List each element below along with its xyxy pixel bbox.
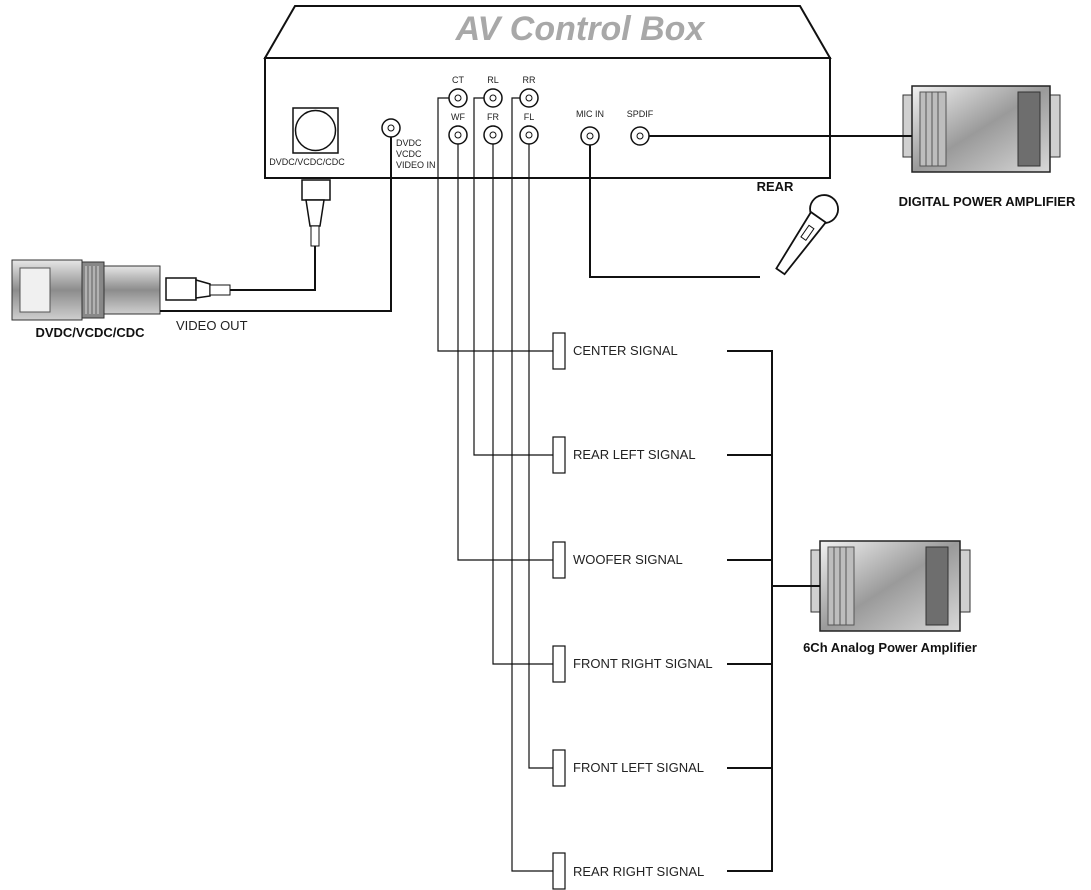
signal-connector [552,749,566,787]
dvdc-port [294,109,337,152]
port-label-rr: RR [523,75,536,85]
player-label: DVDC/VCDC/CDC [35,325,145,340]
port-label-spdif: SPDIF [627,109,654,119]
port-label-ct: CT [452,75,464,85]
port-label-fr: FR [487,112,499,122]
signal-label-woofer: WOOFER SIGNAL [573,552,683,567]
video-cable [160,137,392,312]
port-label-fl: FL [524,112,535,122]
signal-label-front-left: FRONT LEFT SIGNAL [573,760,704,775]
signal-connector [552,645,566,683]
wire-wf [457,144,553,561]
wire-rl [473,97,553,456]
port-label-wf: WF [451,112,465,122]
signal-label-front-right: FRONT RIGHT SIGNAL [573,656,713,671]
dvdc-plug-icon [301,179,331,247]
signal-connector [552,852,566,890]
jack-wf [448,125,468,145]
signal-connector [552,332,566,370]
wire-fl [528,144,553,769]
jack-rl [483,88,503,108]
video-in-line-2: VCDC [396,149,422,159]
port-label-rl: RL [487,75,499,85]
signal-connector [552,541,566,579]
signal-connector [552,436,566,474]
jack-mic-in [580,126,600,146]
analog-amp-icon [810,540,971,632]
jack-rr [519,88,539,108]
jack-ct [448,88,468,108]
av-control-box: AV Control Box REAR DVDC/VCDC/CDC DVDC V… [263,5,832,194]
microphone-icon [775,194,839,276]
box-title: AV Control Box [455,10,707,48]
digital-amp-icon [902,85,1061,173]
rear-label: REAR [757,179,794,194]
wire-ct [437,97,553,352]
wire-fr [492,144,553,665]
player-icon [11,259,161,321]
video-in-line-1: DVDC [396,138,422,148]
port-label-mic-in: MIC IN [576,109,604,119]
video-in-line-3: VIDEO IN [396,160,436,170]
signal-label-center: CENTER SIGNAL [573,343,678,358]
digital-amp-label: DIGITAL POWER AMPLIFIER [899,194,1076,209]
mic-cable [589,145,760,278]
jack-spdif [630,126,650,146]
signal-label-rear-right: REAR RIGHT SIGNAL [573,864,704,879]
analog-amp-label: 6Ch Analog Power Amplifier [803,640,977,655]
dvdc-port-label: DVDC/VCDC/CDC [269,157,345,167]
video-plug-icon [165,277,231,301]
signal-label-rear-left: REAR LEFT SIGNAL [573,447,696,462]
dvdc-cable [230,246,316,291]
video-out-label: VIDEO OUT [176,318,248,333]
jack-fr [483,125,503,145]
wire-rr [511,97,553,872]
jack-fl [519,125,539,145]
